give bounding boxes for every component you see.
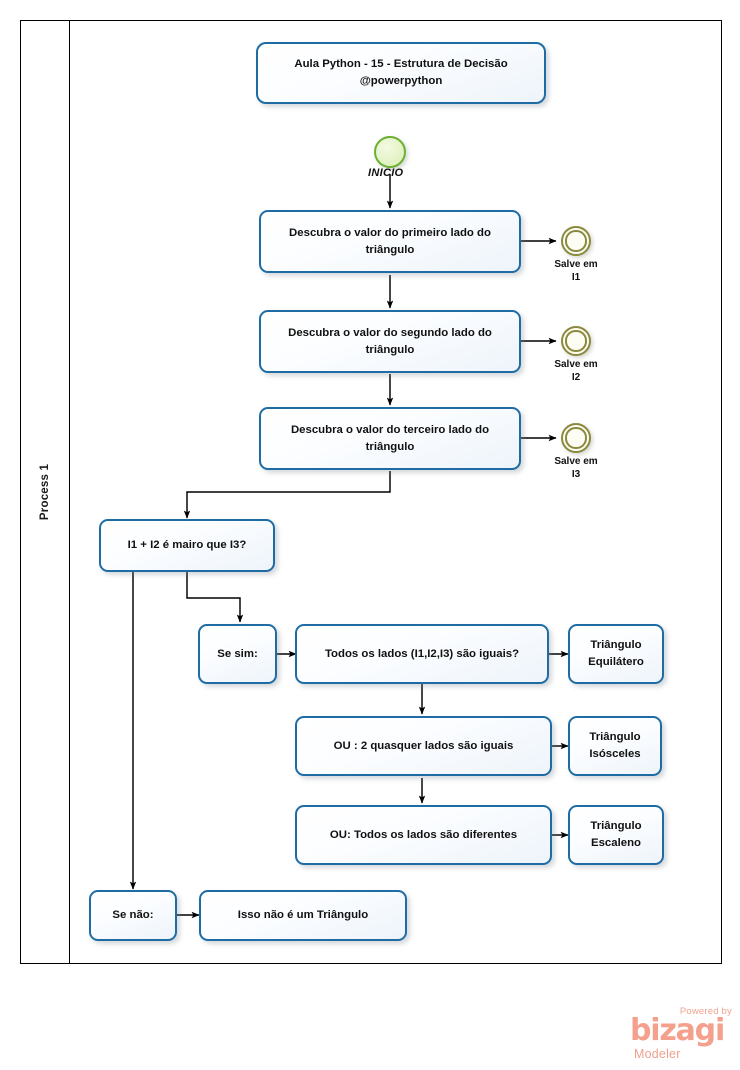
intermediate-event-salve-i1[interactable] [561,226,591,256]
brand-name: bizagi [630,1013,725,1048]
start-event-inicio[interactable] [374,136,406,168]
brand-product: Modeler [634,1047,681,1061]
intermediate-event-label-i1: Salve em I1 [554,259,598,283]
task-pergunta-isosceles[interactable]: OU : 2 quasquer lados são iguais [295,716,552,776]
task-pergunta-escaleno[interactable]: OU: Todos os lados são diferentes [295,805,552,865]
task-resultado-isosceles[interactable]: Triângulo Isósceles [568,716,662,776]
intermediate-event-salve-i3[interactable] [561,423,591,453]
process-pool [20,20,722,964]
task-descubra-terceiro-lado[interactable]: Descubra o valor do terceiro lado do tri… [259,407,521,470]
task-decision-soma-lados[interactable]: I1 + I2 é mairo que I3? [99,519,275,572]
diagram-title-box[interactable]: Aula Python - 15 - Estrutura de Decisão … [256,42,546,104]
bizagi-branding: Powered by bizagi Modeler [630,1006,734,1062]
task-descubra-primeiro-lado[interactable]: Descubra o valor do primeiro lado do tri… [259,210,521,273]
task-se-sim[interactable]: Se sim: [198,624,277,684]
intermediate-event-label-i2: Salve em I2 [554,359,598,383]
intermediate-event-salve-i2[interactable] [561,326,591,356]
lane-header: Process 1 [20,20,70,964]
task-se-nao[interactable]: Se não: [89,890,177,941]
lane-label: Process 1 [39,463,51,521]
start-event-label: INICIO [368,167,404,179]
task-resultado-nao-triangulo[interactable]: Isso não é um Triângulo [199,890,407,941]
brand-powered-by: Powered by [679,1006,732,1017]
task-descubra-segundo-lado[interactable]: Descubra o valor do segundo lado do triâ… [259,310,521,373]
diagram-title-line1: Aula Python - 15 - Estrutura de Decisão [294,58,508,71]
intermediate-event-label-i3: Salve em I3 [554,456,598,480]
task-resultado-escaleno[interactable]: Triângulo Escaleno [568,805,664,865]
lane-title: Process 1 [20,20,70,964]
task-pergunta-equilatero[interactable]: Todos os lados (I1,I2,I3) são iguais? [295,624,549,684]
diagram-title-line2: @powerpython [359,75,443,87]
task-resultado-equilatero[interactable]: Triângulo Equilátero [568,624,664,684]
